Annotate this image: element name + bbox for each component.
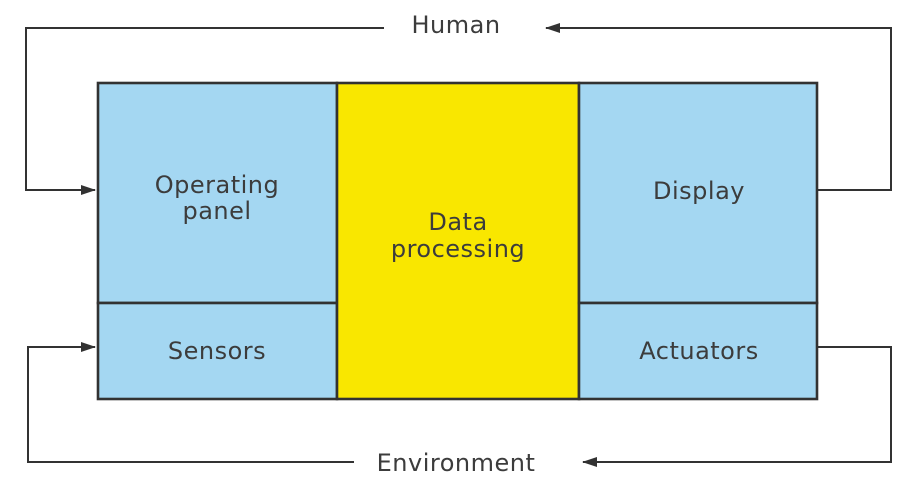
label-actuators: Actuators — [639, 337, 758, 365]
box-data-processing — [335, 81, 581, 401]
label-sensors: Sensors — [168, 337, 266, 365]
label-human: Human — [411, 11, 500, 39]
label-environment: Environment — [377, 449, 536, 477]
arrow-display-to-human — [545, 23, 892, 191]
label-data-processing-line1: Data — [428, 208, 487, 236]
box-display — [577, 81, 819, 305]
box-operating-panel — [96, 81, 339, 305]
box-sensors — [96, 301, 339, 401]
label-data-processing-line2: processing — [391, 235, 525, 263]
arrow-environment-to-sensors — [27, 342, 354, 463]
arrow-actuators-to-environment — [582, 346, 892, 467]
label-operating-panel-line1: Operating — [155, 171, 280, 199]
label-operating-panel-line2: panel — [182, 197, 251, 225]
arrow-human-to-operating-panel — [25, 27, 384, 195]
label-display: Display — [653, 177, 745, 205]
box-actuators — [577, 301, 819, 401]
